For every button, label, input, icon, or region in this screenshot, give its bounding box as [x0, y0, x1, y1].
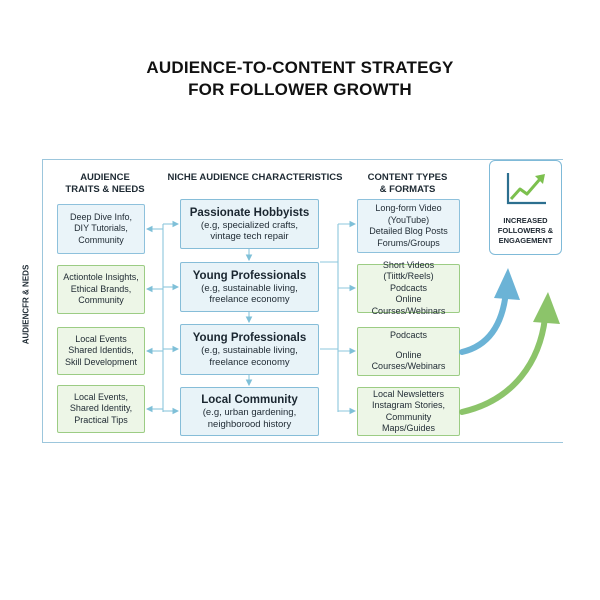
header-content-types: CONTENT TYPES & FORMATS	[355, 172, 460, 196]
trait-2-line-2: Ethical Brands,	[70, 283, 132, 294]
title-line-2: FOR FOLLOWER GROWTH	[188, 80, 412, 99]
header-left-line1: AUDIENCE	[80, 172, 130, 183]
content-3-line-3: Online Courses/Webinars	[371, 349, 446, 372]
trend-up-chart-icon	[506, 173, 546, 205]
niche-3-line-2: freelance economy	[209, 356, 290, 368]
niche-1-line-2: vintage tech repair	[210, 231, 289, 242]
outcome-box: INCREASED FOLLOWERS & ENGAGEMENT	[489, 160, 562, 255]
niche-box-2: Young Professionals (e.g, sustainable li…	[180, 262, 319, 312]
green-arrow-head	[533, 292, 560, 324]
niche-4-line-2: neighborood history	[207, 418, 292, 430]
niche-2-name: Young Professionals	[192, 269, 307, 282]
content-4-line-1: Local Newsletters	[372, 388, 445, 399]
blue-arrow-head	[494, 268, 520, 300]
outcome-label: INCREASED FOLLOWERS & ENGAGEMENT	[490, 216, 561, 246]
trait-1-line-1: Deep Dive Info,	[69, 211, 133, 222]
outcome-line-1: INCREASED	[503, 216, 548, 225]
niche-2-line-2: freelance economy	[209, 294, 290, 305]
trait-box-1: Deep Dive Info, DIY Tutorials, Community	[57, 204, 145, 254]
trait-box-3: Local Events Shared Identids, Skill Deve…	[57, 327, 145, 375]
blue-growth-arrow	[459, 289, 509, 355]
niche-1-name: Passionate Hobbyists	[189, 206, 310, 219]
niche-3-line-1: (e.g, sustainable living,	[201, 345, 298, 356]
header-right-line2: & FORMATS	[379, 184, 436, 195]
content-box-1: Long-form Video (YouTube) Detailed Blog …	[357, 199, 460, 253]
content-1-line-2: (YouTube)	[387, 214, 430, 225]
niche-box-1: Passionate Hobbyists (e.g, specialized c…	[180, 199, 319, 249]
green-growth-arrow	[459, 315, 548, 415]
header-audience-traits: AUDIENCE TRAITS & NEEDS	[55, 172, 155, 196]
trait-box-2: Actiontole Insights, Ethical Brands, Com…	[57, 265, 145, 314]
content-2-line-3: Online Courses/Webinars	[371, 294, 446, 316]
content-1-line-1: Long-form Video	[375, 203, 442, 213]
trait-4-line-1: Local Events,	[73, 391, 129, 402]
trait-3-line-1: Local Events	[75, 333, 127, 344]
niche-box-4: Local Community (e.g, urban gardening, n…	[180, 387, 319, 436]
outcome-line-3: ENGAGEMENT	[498, 236, 553, 245]
trait-2-line-3: Community	[78, 295, 124, 306]
content-4-line-2: Instagram Stories,	[371, 400, 446, 410]
trait-box-4: Local Events, Shared Identity, Practical…	[57, 385, 145, 433]
niche-box-3: Young Professionals (e.g, sustainable li…	[180, 324, 319, 375]
content-3-line-1: Podcacts	[389, 330, 428, 341]
header-right-line1: CONTENT TYPES	[367, 172, 448, 183]
content-1-line-4: Forums/Groups	[377, 237, 440, 248]
niche-2-line-1: (e.g, sustainable living,	[201, 282, 298, 294]
header-left-line2: TRAITS & NEEDS	[65, 184, 145, 195]
content-2-line-2: Podcacts	[389, 282, 428, 293]
trait-3-line-2: Shared Identids,	[68, 345, 134, 356]
niche-4-line-1: (e.g, urban gardening,	[202, 407, 297, 418]
header-niche: NICHE AUDIENCE CHARACTERISTICS	[167, 172, 343, 183]
content-2-line-1: Short Videos (Tiittk/Reels)	[382, 259, 435, 282]
trait-4-line-2: Shared Identity,	[69, 403, 133, 414]
trait-3-line-3: Skill Development	[64, 356, 138, 367]
niche-1-line-1: (e.g, specialized crafts,	[200, 219, 299, 231]
content-box-2: Short Videos (Tiittk/Reels) Podcacts Onl…	[357, 260, 460, 316]
trait-1-line-2: DIY Tutorials,	[74, 223, 128, 234]
title-line-1: AUDIENCE-TO-CONTENT STRATEGY	[146, 58, 454, 77]
trait-1-line-3: Community	[78, 234, 124, 245]
outcome-line-2: FOLLOWERS &	[497, 226, 554, 235]
trait-2-line-1: Actiontole Insights,	[63, 272, 139, 283]
trait-4-line-3: Practical Tips	[74, 414, 128, 425]
niche-3-name: Young Professionals	[192, 332, 307, 344]
niche-4-name: Local Community	[201, 394, 298, 406]
content-box-3: Podcacts Online Courses/Webinars	[357, 327, 460, 376]
content-1-line-3: Detailed Blog Posts	[369, 226, 448, 236]
content-4-line-3: Community Maps/Guides	[381, 411, 436, 434]
content-box-4: Local Newsletters Instagram Stories, Com…	[357, 387, 460, 436]
